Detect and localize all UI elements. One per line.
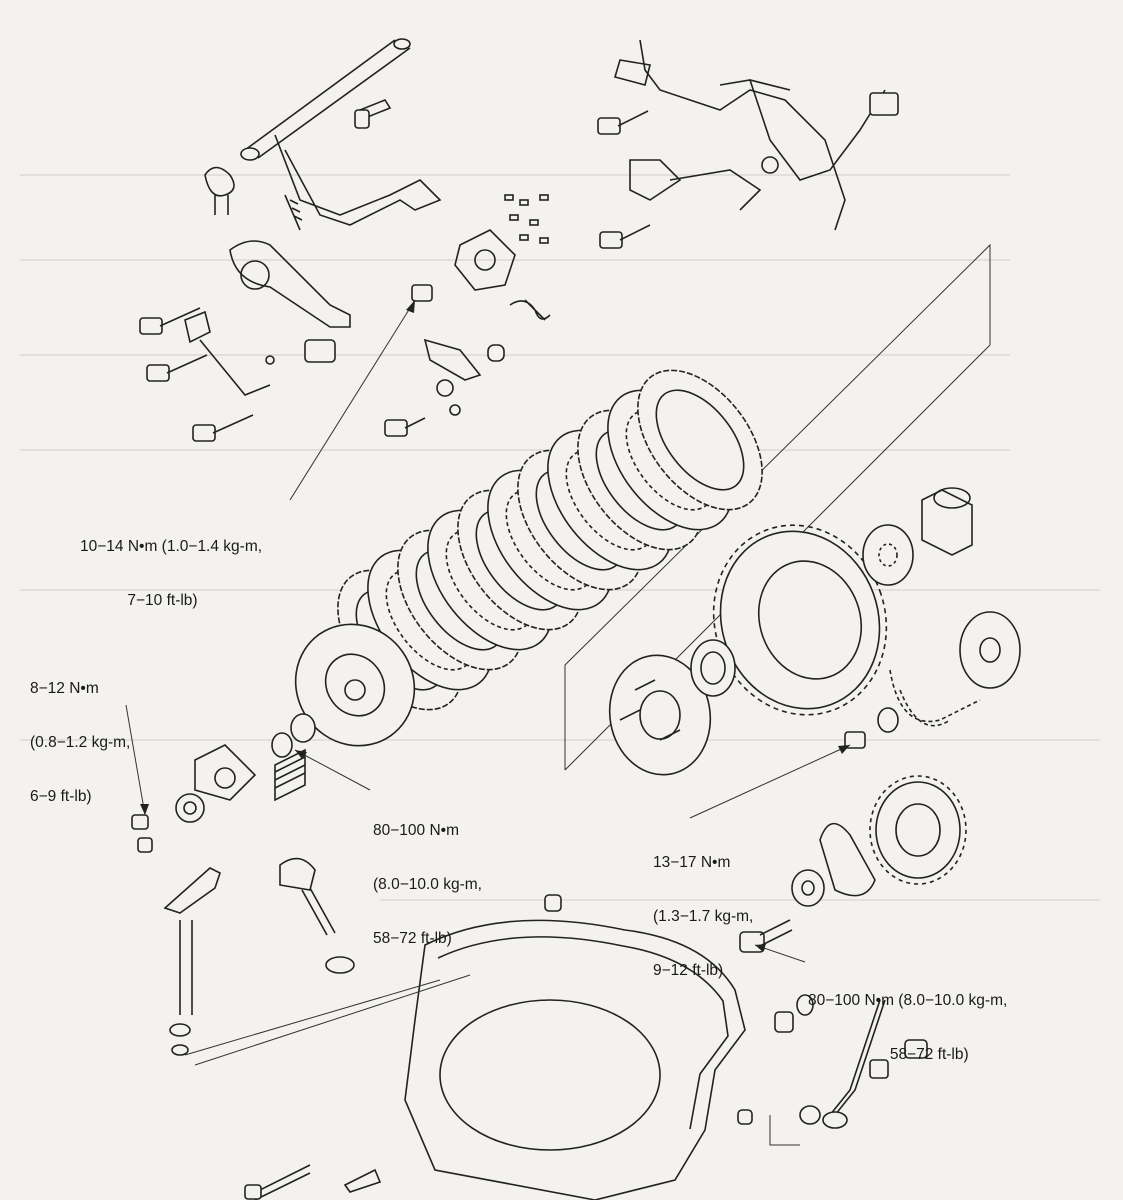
torque-line: (1.3−1.7 kg-m, — [653, 908, 754, 925]
torque-line: 7−10 ft-lb) — [80, 592, 198, 609]
cover-bolts — [244, 1164, 382, 1200]
torque-line: (8.0−10.0 kg-m, — [373, 876, 482, 893]
primary-drive-gear — [739, 775, 967, 953]
friction-disc — [637, 369, 763, 511]
torque-line: 58−72 ft-lb) — [808, 1046, 969, 1063]
torque-line: 10−14 N•m (1.0−1.4 kg-m, — [80, 538, 263, 555]
torque-label-clutch-lock-nut: 80−100 N•m (8.0−10.0 kg-m, 58−72 ft-lb) — [373, 786, 482, 984]
torque-line: 13−17 N•m — [653, 854, 731, 871]
clutch-lifter-arm — [163, 857, 355, 1056]
torque-line: 58−72 ft-lb) — [373, 930, 452, 947]
torque-line: 80−100 N•m — [373, 822, 459, 839]
torque-label-cam-bolt: 10−14 N•m (1.0−1.4 kg-m, 7−10 ft-lb) — [80, 502, 262, 646]
callout-leaders — [125, 299, 851, 1066]
shift-shaft-assembly — [204, 38, 442, 231]
torque-label-lifter-bolt: 8−12 N•m (0.8−1.2 kg-m, 6−9 ft-lb) — [30, 644, 130, 842]
pressure-plate — [131, 623, 416, 853]
shift-cam-assembly — [384, 194, 551, 437]
torque-label-primary-gear-bolt: 80−100 N•m (8.0−10.0 kg-m, 58−72 ft-lb) — [808, 956, 1007, 1100]
torque-line: 9−12 ft-lb) — [653, 962, 724, 979]
torque-line: 8−12 N•m — [30, 680, 99, 697]
shift-plate — [139, 240, 351, 442]
right-crankcase-cover — [404, 894, 814, 1200]
torque-line: 6−9 ft-lb) — [30, 788, 92, 805]
torque-label-oil-pump-bolt: 13−17 N•m (1.3−1.7 kg-m, 9−12 ft-lb) — [653, 818, 753, 1016]
plate-inner-ring — [655, 389, 745, 491]
oil-pipe-fittings — [769, 999, 928, 1146]
clutch-outer — [608, 487, 973, 776]
torque-line: 80−100 N•m (8.0−10.0 kg-m, — [808, 992, 1008, 1009]
torque-line: (0.8−1.2 kg-m, — [30, 734, 131, 751]
neutral-switch-harness — [597, 39, 899, 249]
oil-pump-drive — [844, 611, 1021, 749]
